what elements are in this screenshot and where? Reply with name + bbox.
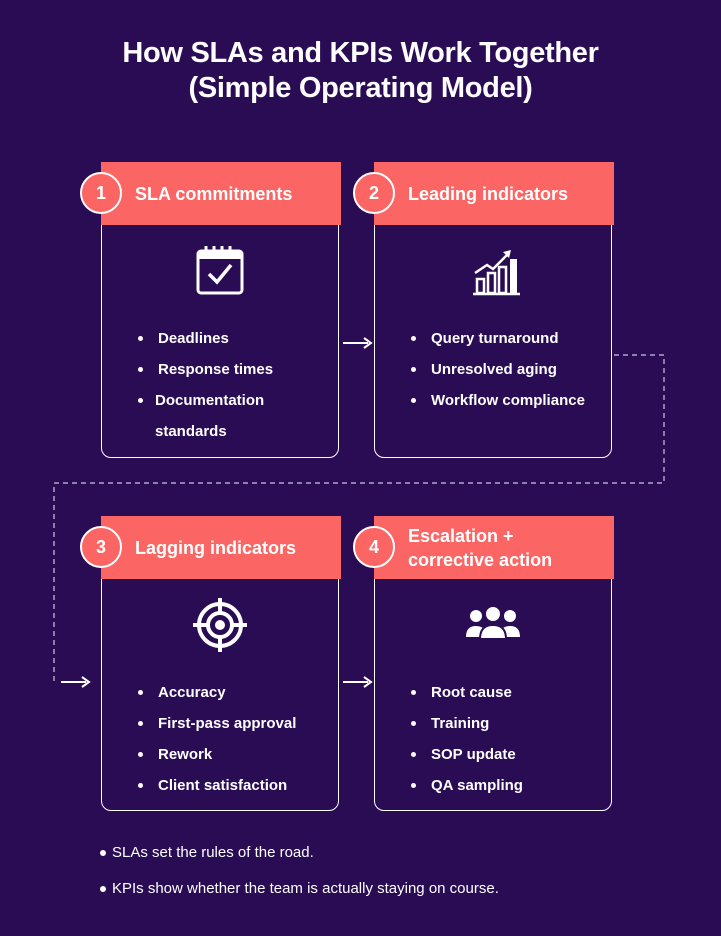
card-sla-commitments: SLA commitments Deadlines Response times…: [101, 162, 341, 458]
step-badge-2: 2: [353, 172, 395, 214]
list-item: Deadlines: [102, 323, 273, 354]
card-heading: Lagging indicators: [101, 516, 341, 579]
card-heading: Leading indicators: [374, 162, 614, 225]
card-leading-indicators: Leading indicators Query turnaround Unre…: [374, 162, 614, 458]
list-item: First-pass approval: [102, 708, 296, 739]
step-badge-1: 1: [80, 172, 122, 214]
card-heading: Escalation + corrective action: [374, 516, 614, 579]
list-item: Unresolved aging: [375, 354, 585, 385]
list-item: Documentation: [102, 385, 273, 416]
footnote-kpi: KPIs show whether the team is actually s…: [100, 879, 499, 899]
card-list: Accuracy First-pass approval Rework Clie…: [102, 677, 296, 801]
list-item: Query turnaround: [375, 323, 585, 354]
list-item: QA sampling: [375, 770, 523, 801]
list-item-continued: standards: [155, 423, 227, 440]
title-line-1: How SLAs and KPIs Work Together: [122, 37, 599, 69]
card-heading-label: SLA commitments: [135, 183, 293, 204]
card-heading-line-1: Escalation +: [408, 526, 514, 546]
list-item: Root cause: [375, 677, 523, 708]
list-item: Response times: [102, 354, 273, 385]
card-list: Root cause Training SOP update QA sampli…: [375, 677, 523, 801]
arrow-right-icon: [343, 676, 373, 688]
card-list: Query turnaround Unresolved aging Workfl…: [375, 323, 585, 416]
card-list: Deadlines Response times Documentation s…: [102, 323, 273, 447]
footnote-sla: SLAs set the rules of the road.: [100, 843, 314, 863]
list-item: Rework: [102, 739, 296, 770]
card-escalation: Escalation + corrective action Root caus…: [374, 516, 614, 811]
title-line-2: (Simple Operating Model): [188, 72, 533, 104]
card-heading-line-2: corrective action: [408, 550, 553, 570]
step-badge-3: 3: [80, 526, 122, 568]
step-badge-4: 4: [353, 526, 395, 568]
list-item: Client satisfaction: [102, 770, 296, 801]
arrow-right-icon: [343, 337, 373, 349]
list-item: SOP update: [375, 739, 523, 770]
team-icon: [466, 605, 520, 640]
target-icon: [193, 598, 247, 652]
list-item: Training: [375, 708, 523, 739]
card-heading: SLA commitments: [101, 162, 341, 225]
growth-chart-icon: [473, 250, 520, 296]
arrow-right-icon: [61, 676, 91, 688]
list-item: Accuracy: [102, 677, 296, 708]
card-lagging-indicators: Lagging indicators Accuracy First-pass a…: [101, 516, 341, 811]
card-heading-label: Lagging indicators: [135, 537, 297, 558]
calendar-check-icon: [196, 246, 244, 295]
page-title: How SLAs and KPIs Work Together (Simple …: [0, 36, 721, 106]
card-heading-label: Leading indicators: [408, 183, 569, 204]
list-item: Workflow compliance: [375, 385, 585, 416]
